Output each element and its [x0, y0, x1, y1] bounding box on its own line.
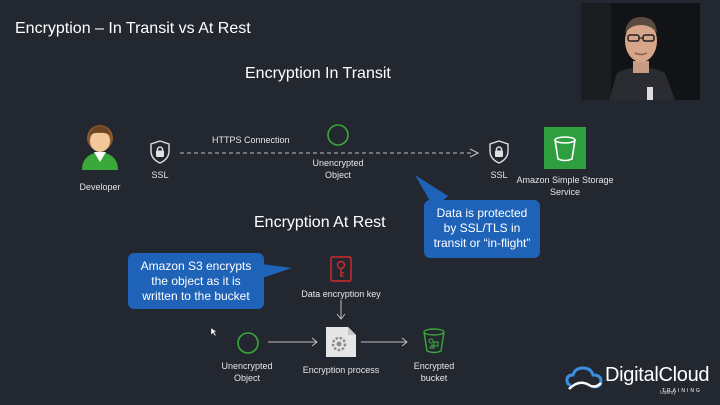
https-connection-label: HTTPS Connection	[212, 135, 290, 145]
transit-callout-line3: transit or “in-flight”	[433, 236, 531, 250]
to-bucket-arrow	[361, 337, 408, 347]
encrypted-bucket-icon	[421, 327, 447, 355]
rest-heading: Encryption At Rest	[254, 214, 386, 231]
slide-title: Encryption – In Transit vs At Rest	[15, 20, 251, 37]
encrypted-bucket-label: Encrypted bucket	[402, 360, 466, 384]
encrypted-label-line1: Encrypted	[413, 361, 455, 371]
key-icon	[330, 256, 352, 282]
transit-callout: Data is protected by SSL/TLS in transit …	[424, 200, 540, 258]
mouse-cursor-icon	[210, 327, 218, 337]
rest-unencrypted-label-line1: Unencrypted	[221, 361, 273, 371]
s3-label-line2: Service	[549, 187, 580, 198]
data-encryption-key-label: Data encryption key	[301, 289, 381, 299]
rest-callout-line1: Amazon S3 encrypts	[140, 259, 252, 273]
bucket-label-line2: bucket	[420, 373, 448, 384]
ssl-label-left: SSL	[151, 170, 169, 180]
to-process-arrow	[268, 337, 318, 347]
transit-heading: Encryption In Transit	[245, 65, 391, 82]
rest-object-label-line2: Object	[233, 373, 260, 384]
ssl-label-right: SSL	[490, 170, 508, 180]
unencrypted-label-line1: Unencrypted	[312, 158, 364, 168]
unencrypted-object-label-rest: Unencrypted Object	[214, 360, 280, 384]
unencrypted-object-label-transit: Unencrypted Object	[305, 157, 371, 181]
encryption-process-label: Encryption process	[302, 365, 380, 375]
key-down-arrow	[336, 300, 346, 320]
s3-label-line1: Amazon Simple Storage	[516, 175, 614, 185]
unencrypted-object-icon-transit	[326, 123, 350, 147]
logo-text: DigitalCloud	[605, 364, 710, 386]
unencrypted-object-icon-rest	[236, 331, 260, 355]
udemy-watermark: Udemy	[660, 390, 676, 396]
digitalcloud-logo: DigitalCloud TRAINING	[565, 362, 717, 400]
developer-label: Developer	[79, 182, 121, 192]
developer-icon	[78, 120, 122, 170]
ssl-lock-icon-right	[487, 140, 511, 164]
rest-callout-line2: the object as it is	[151, 274, 241, 288]
cloud-logo-icon	[565, 366, 603, 390]
rest-callout-line3: written to the bucket	[142, 289, 250, 303]
https-connection-arrow	[180, 148, 480, 158]
logo-subtext: TRAINING	[662, 388, 702, 394]
presenter-image	[581, 3, 700, 100]
ssl-lock-icon-left	[148, 140, 172, 164]
transit-callout-pointer	[415, 175, 448, 208]
transit-callout-line2: by SSL/TLS in	[443, 221, 521, 235]
object-label-line2: Object	[324, 170, 351, 181]
encryption-process-icon	[324, 325, 358, 359]
presenter-webcam	[581, 3, 700, 100]
transit-callout-line1: Data is protected	[436, 206, 528, 220]
rest-callout: Amazon S3 encrypts the object as it is w…	[128, 253, 264, 309]
rest-callout-pointer	[262, 264, 292, 278]
s3-service-icon	[544, 127, 586, 169]
s3-service-label: Amazon Simple Storage Service	[510, 174, 620, 198]
